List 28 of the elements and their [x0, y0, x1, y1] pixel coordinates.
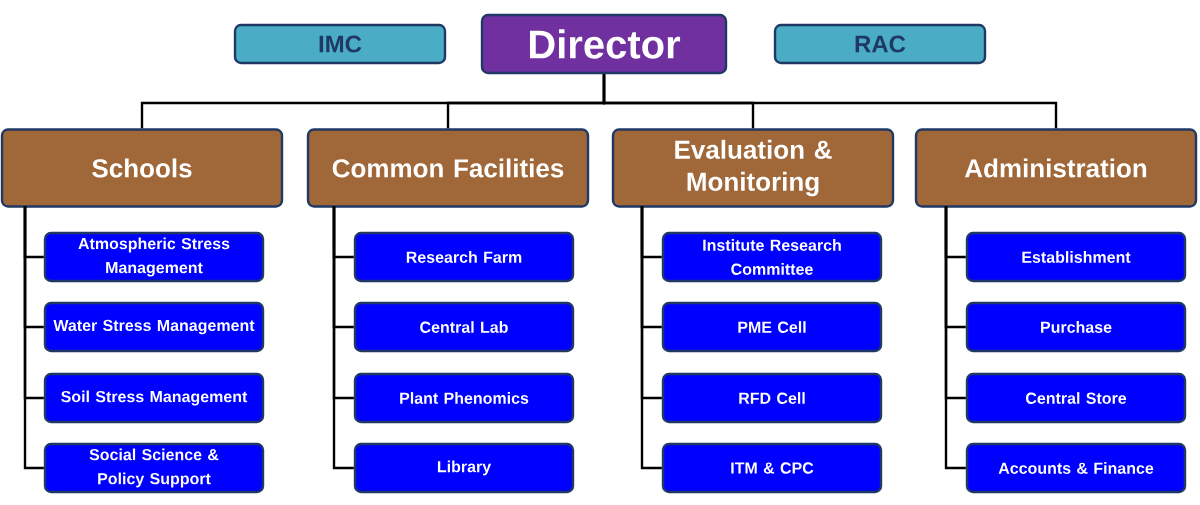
- unit-box: Institute Research Committee: [661, 231, 883, 283]
- committee-box: RAC: [773, 23, 987, 65]
- unit-box: Research Farm: [353, 231, 575, 283]
- unit-box: Water Stress Management: [43, 301, 265, 353]
- unit-box: Establishment: [965, 231, 1187, 283]
- unit-box: PME Cell: [661, 301, 883, 353]
- unit-box: Soil Stress Management: [43, 372, 265, 424]
- division-box: Administration: [914, 128, 1198, 208]
- connector-line: [602, 74, 1058, 129]
- unit-box: Plant Phenomics: [353, 372, 575, 424]
- unit-box: Social Science & Policy Support: [43, 442, 265, 494]
- unit-box: Library: [353, 442, 575, 494]
- division-box: Evaluation & Monitoring: [611, 128, 895, 208]
- connector-line: [332, 206, 354, 470]
- unit-box: Central Lab: [353, 301, 575, 353]
- committee-box: IMC: [233, 23, 447, 65]
- unit-box: Accounts & Finance: [965, 442, 1187, 494]
- division-box: Common Facilities: [306, 128, 590, 208]
- connector-line: [640, 206, 662, 470]
- connector-line: [944, 206, 966, 470]
- unit-box: Atmospheric Stress Management: [43, 231, 265, 283]
- unit-box: RFD Cell: [661, 372, 883, 424]
- unit-box: ITM & CPC: [661, 442, 883, 494]
- division-box: Schools: [0, 128, 284, 208]
- director-box: Director: [480, 13, 728, 75]
- unit-box: Purchase: [965, 301, 1187, 353]
- connector-line: [23, 206, 44, 470]
- unit-box: Central Store: [965, 372, 1187, 424]
